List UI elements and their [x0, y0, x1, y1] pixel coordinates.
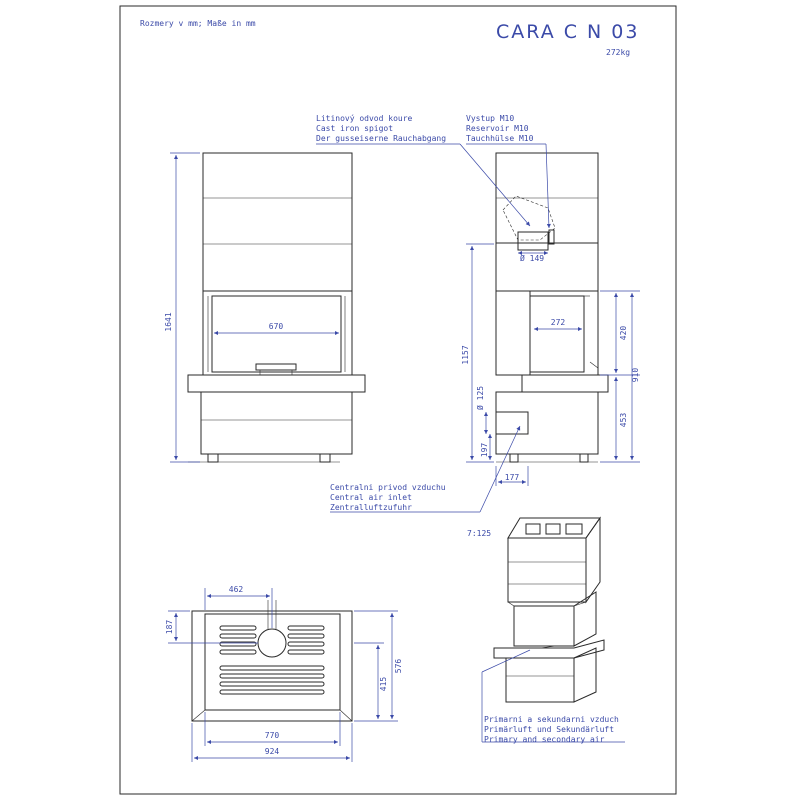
dim-side-glass-height: 420: [619, 326, 628, 341]
dim-front-glass-width: 670: [269, 322, 284, 331]
svg-text:Zentralluftzufuhr: Zentralluftzufuhr: [330, 503, 412, 512]
isometric-view: [493, 516, 605, 703]
svg-text:Central air inlet: Central air inlet: [330, 493, 412, 502]
front-glass: [211, 295, 342, 373]
units-note: Rozmery v mm; Maße in mm: [140, 19, 256, 28]
scale-label: 7:125: [467, 529, 491, 538]
svg-text:Primärluft und Sekundärluft: Primärluft und Sekundärluft: [484, 725, 614, 734]
dim-air-height: 197: [480, 443, 489, 458]
svg-text:Der gusseiserne Rauchabgang: Der gusseiserne Rauchabgang: [316, 134, 446, 143]
dim-air-offset: 177: [505, 473, 520, 482]
svg-text:Primarni a sekundarni vzduch: Primarni a sekundarni vzduch: [484, 715, 619, 724]
svg-text:Litinový odvod koure: Litinový odvod koure: [316, 114, 413, 123]
drawing-frame: [119, 5, 677, 795]
dim-side-height: 1157: [461, 345, 470, 364]
svg-text:Primary and secondary air: Primary and secondary air: [484, 735, 605, 744]
spigot-label: Litinový odvod koure Cast iron spigot De…: [316, 114, 531, 227]
dim-front-height: 1641: [164, 312, 173, 331]
side-view: Ø 149 1157 Ø 125 197 177 272 420 910 453: [461, 152, 640, 486]
sensor-label: Vystup M10 Reservoir M10 Tauchhülse M10: [466, 114, 551, 229]
weight-label: 272kg: [606, 48, 630, 57]
front-view: 1641 670: [164, 152, 366, 463]
dim-side-lower: 453: [619, 413, 628, 428]
dim-top-depth-inner: 415: [379, 677, 388, 692]
top-view: 462 187 415 576 770 924: [165, 585, 403, 762]
svg-text:Tauchhülse M10: Tauchhülse M10: [466, 134, 534, 143]
primary-air-label: Primarni a sekundarni vzduch Primärluft …: [481, 649, 625, 744]
dim-floor-to-glass: 910: [631, 368, 640, 383]
svg-text:Vystup M10: Vystup M10: [466, 114, 514, 123]
dim-top-width-total: 924: [265, 747, 280, 756]
svg-text:Centralni privod vzduchu: Centralni privod vzduchu: [330, 483, 446, 492]
dim-top-depth-small: 187: [165, 620, 174, 635]
dim-top-width-inner: 770: [265, 731, 280, 740]
model-title: CARA C N 03: [496, 21, 639, 43]
dim-top-depth-total: 576: [394, 659, 403, 674]
svg-text:Reservoir M10: Reservoir M10: [466, 124, 529, 133]
dim-side-glass-width: 272: [551, 318, 566, 327]
svg-text:Cast iron spigot: Cast iron spigot: [316, 124, 393, 133]
air-inlet-label: Centralni privod vzduchu Central air inl…: [330, 425, 521, 513]
dim-flue-offset: 462: [229, 585, 244, 594]
dim-air-diameter: Ø 125: [475, 386, 485, 410]
flue-circle: [257, 628, 287, 658]
side-glass: [529, 295, 585, 373]
dim-flue-diameter: Ø 149: [520, 253, 544, 263]
